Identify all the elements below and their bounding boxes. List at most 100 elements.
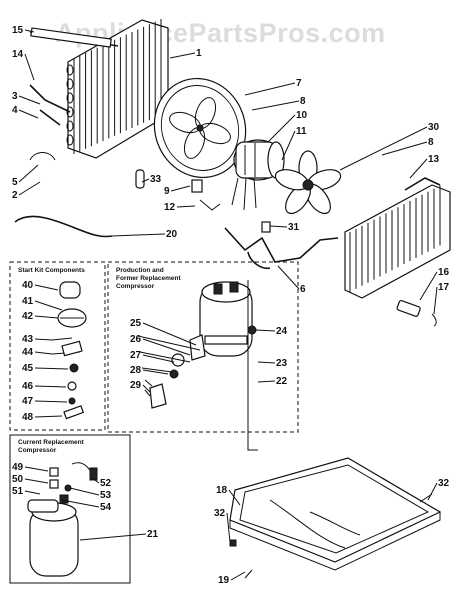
callout-18: 18 bbox=[216, 485, 228, 496]
leader-line bbox=[61, 499, 100, 508]
condenser-coil bbox=[344, 177, 451, 299]
leader-line bbox=[34, 415, 63, 418]
callout-10: 10 bbox=[296, 110, 308, 121]
leader-line bbox=[111, 233, 166, 237]
leader-line bbox=[267, 114, 296, 143]
callout-8: 8 bbox=[428, 137, 434, 148]
callout-32: 32 bbox=[438, 478, 450, 489]
callout-43: 43 bbox=[22, 334, 34, 345]
current-box-title-2: Compressor bbox=[18, 447, 57, 454]
callout-12: 12 bbox=[164, 202, 176, 213]
callout-17: 17 bbox=[438, 282, 450, 293]
power-cord bbox=[14, 215, 113, 238]
callout-1: 1 bbox=[196, 48, 202, 59]
leader-line bbox=[24, 29, 35, 33]
callout-19: 19 bbox=[218, 575, 230, 586]
production-compressor-box bbox=[107, 261, 299, 433]
current-box-title-1: Current Replacement bbox=[18, 439, 85, 446]
callout-24: 24 bbox=[276, 326, 288, 337]
callout-22: 22 bbox=[276, 376, 288, 387]
callout-33: 33 bbox=[150, 174, 162, 185]
callout-41: 41 bbox=[22, 296, 34, 307]
leader-line bbox=[79, 533, 147, 541]
callout-30: 30 bbox=[428, 122, 440, 133]
blower-wheel bbox=[153, 77, 247, 179]
callout-20: 20 bbox=[166, 229, 178, 240]
leader-line bbox=[34, 351, 53, 355]
production-compressor bbox=[199, 281, 257, 357]
base-pan bbox=[229, 280, 442, 571]
leader-line bbox=[176, 205, 196, 208]
callout-26: 26 bbox=[130, 334, 142, 345]
capacitor bbox=[135, 169, 145, 189]
leader-line bbox=[381, 141, 428, 156]
callout-42: 42 bbox=[22, 311, 34, 322]
leader-line bbox=[228, 489, 241, 506]
callout-13: 13 bbox=[428, 154, 440, 165]
leader-line bbox=[230, 571, 246, 581]
leader-line bbox=[433, 286, 438, 315]
leader-line bbox=[257, 361, 276, 364]
callout-8: 8 bbox=[300, 96, 306, 107]
leader-line bbox=[34, 300, 63, 311]
refrigerant-tubing bbox=[224, 227, 339, 263]
leader-line bbox=[24, 490, 41, 495]
callout-54: 54 bbox=[100, 502, 112, 513]
leader-line bbox=[142, 384, 151, 393]
leader-line bbox=[91, 477, 100, 484]
leader-line bbox=[251, 100, 300, 111]
callout-15: 15 bbox=[12, 25, 24, 36]
current-compressor bbox=[27, 494, 79, 577]
leader-line bbox=[34, 400, 68, 403]
callout-40: 40 bbox=[22, 280, 34, 291]
leader-line bbox=[339, 126, 428, 171]
callout-25: 25 bbox=[130, 318, 142, 329]
leader-line bbox=[69, 487, 100, 496]
callout-4: 4 bbox=[12, 105, 18, 116]
leader-line bbox=[277, 265, 300, 290]
leader-line bbox=[18, 95, 41, 105]
callout-7: 7 bbox=[296, 78, 302, 89]
leader-line bbox=[419, 271, 438, 301]
callout-32: 32 bbox=[214, 508, 226, 519]
leader-line bbox=[34, 367, 69, 370]
leader-line bbox=[142, 354, 175, 363]
clip-31 bbox=[261, 221, 271, 233]
callout-48: 48 bbox=[22, 412, 34, 423]
leader-line bbox=[18, 181, 41, 196]
leader-line bbox=[34, 385, 67, 388]
production-box-title-1: Production and bbox=[116, 267, 164, 274]
callout-44: 44 bbox=[22, 347, 34, 358]
leader-line bbox=[226, 512, 231, 543]
callout-45: 45 bbox=[22, 363, 34, 374]
callout-29: 29 bbox=[130, 380, 142, 391]
callout-16: 16 bbox=[438, 267, 450, 278]
leader-line bbox=[24, 478, 49, 484]
current-compressor-box bbox=[9, 434, 131, 584]
leader-line bbox=[141, 178, 150, 183]
leader-line bbox=[34, 315, 59, 319]
terminal-block bbox=[191, 179, 203, 193]
leader-line bbox=[427, 482, 438, 501]
leader-line bbox=[257, 380, 276, 383]
production-box-title-2: Former Replacement bbox=[116, 275, 181, 282]
callout-52: 52 bbox=[100, 478, 112, 489]
callout-11: 11 bbox=[296, 126, 307, 137]
leader-line bbox=[142, 369, 169, 375]
fan-motor bbox=[231, 139, 285, 211]
leader-line bbox=[169, 52, 196, 59]
drain-part bbox=[396, 299, 421, 317]
leader-line bbox=[244, 82, 296, 96]
callout-31: 31 bbox=[288, 222, 300, 233]
callout-14: 14 bbox=[12, 49, 24, 60]
leader-line bbox=[18, 164, 39, 183]
callout-5: 5 bbox=[12, 177, 18, 188]
leader-line bbox=[18, 109, 39, 119]
leader-line bbox=[269, 225, 288, 228]
start-kit-box bbox=[9, 261, 106, 431]
leader-line bbox=[255, 329, 276, 332]
callout-23: 23 bbox=[276, 358, 288, 369]
callout-28: 28 bbox=[130, 365, 142, 376]
callout-27: 27 bbox=[130, 350, 142, 361]
